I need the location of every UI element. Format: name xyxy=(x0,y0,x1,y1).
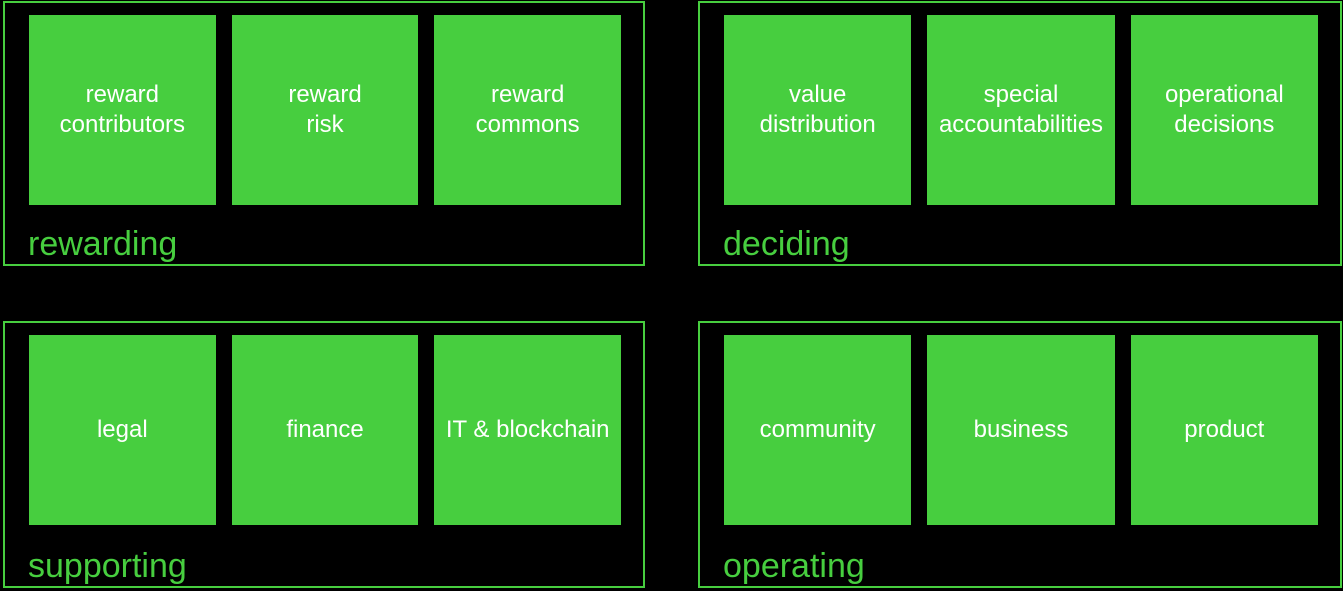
group-rewarding: reward contributors reward risk reward c… xyxy=(3,1,645,266)
cell-label: product xyxy=(1184,416,1265,443)
cell-label: special accountabilities xyxy=(938,81,1104,138)
cell-legal: legal xyxy=(29,335,216,525)
group-label-deciding: deciding xyxy=(723,225,850,263)
cell-label: business xyxy=(973,416,1069,443)
group-label-rewarding: rewarding xyxy=(28,225,178,263)
cell-special-accountabilities: special accountabilities xyxy=(927,15,1115,205)
cell-label: IT & blockchain xyxy=(445,416,610,443)
cell-product: product xyxy=(1130,335,1318,525)
group-operating: community business product operating xyxy=(698,321,1342,588)
cell-it-blockchain: IT & blockchain xyxy=(434,335,622,525)
group-deciding: value distribution special accountabilit… xyxy=(698,1,1342,266)
cell-reward-commons: reward commons xyxy=(434,15,622,205)
cell-community: community xyxy=(724,335,912,525)
group-supporting-cells: legal finance IT & blockchain xyxy=(5,323,643,525)
cell-reward-risk: reward risk xyxy=(231,15,419,205)
cell-label: finance xyxy=(286,416,364,443)
cell-label: reward commons xyxy=(475,81,580,138)
cell-label: community xyxy=(759,416,876,443)
group-operating-cells: community business product xyxy=(700,323,1340,525)
group-label-operating: operating xyxy=(723,547,865,585)
cell-label: value distribution xyxy=(759,81,876,138)
cell-value-distribution: value distribution xyxy=(724,15,912,205)
cell-finance: finance xyxy=(231,335,419,525)
cell-label: legal xyxy=(96,416,148,443)
group-deciding-cells: value distribution special accountabilit… xyxy=(700,3,1340,205)
cell-label: reward contributors xyxy=(59,81,186,138)
cell-label: operational decisions xyxy=(1164,81,1284,138)
group-rewarding-cells: reward contributors reward risk reward c… xyxy=(5,3,643,205)
cell-label: reward risk xyxy=(288,81,362,138)
cell-operational-decisions: operational decisions xyxy=(1130,15,1318,205)
group-label-supporting: supporting xyxy=(28,547,187,585)
cell-reward-contributors: reward contributors xyxy=(29,15,216,205)
cell-business: business xyxy=(927,335,1115,525)
group-supporting: legal finance IT & blockchain supporting xyxy=(3,321,645,588)
